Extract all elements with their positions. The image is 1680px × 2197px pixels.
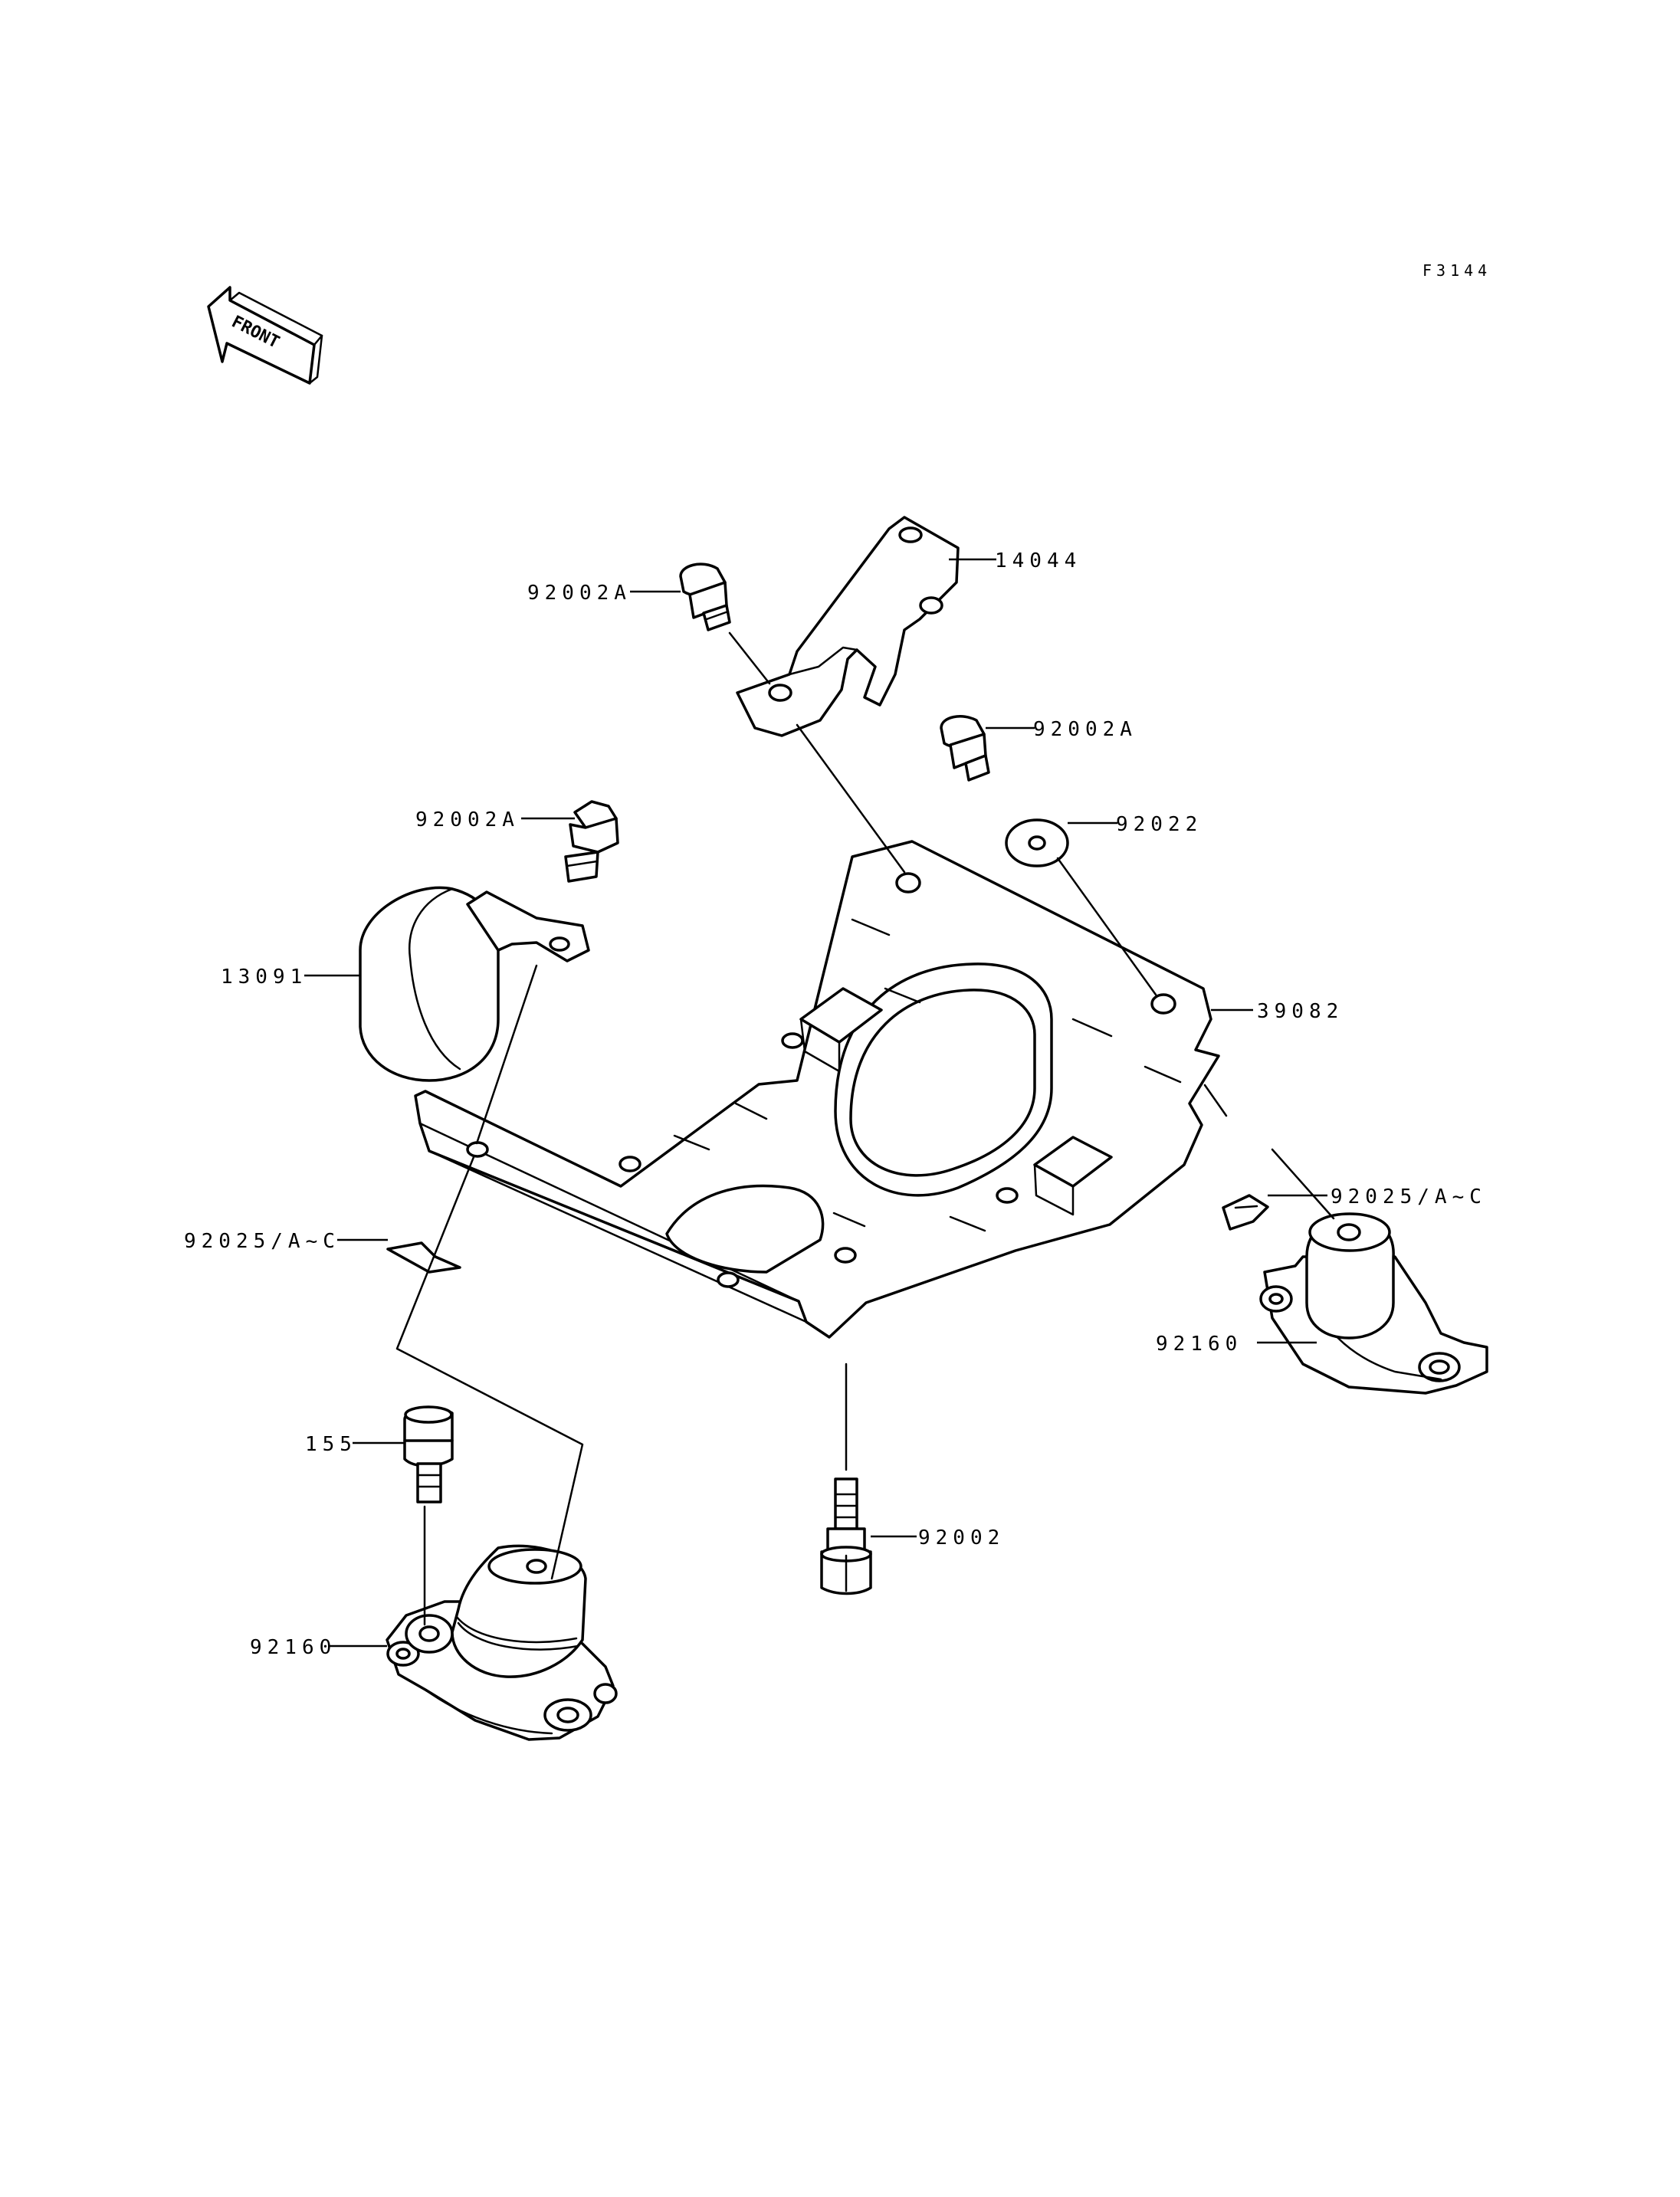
figure-code: F3144	[1422, 261, 1491, 280]
bolt-92002A-right	[940, 715, 990, 782]
callout-labels: 14044 92002A 92002A 92002A 92022 13091 3…	[184, 549, 1487, 1659]
callout-92025-left: 92025/A~C	[184, 1230, 340, 1253]
engine-mount-92160-right	[1259, 1212, 1488, 1395]
callout-92002: 92002	[918, 1526, 1005, 1549]
clamp-13091	[359, 886, 590, 1082]
frame-plate-39082	[414, 840, 1220, 1339]
engine-mount-92160-left	[386, 1544, 618, 1741]
callout-92025-right: 92025/A~C	[1331, 1185, 1487, 1208]
assembly-lines	[395, 631, 1335, 1626]
leader-lines	[304, 558, 1327, 1648]
bracket-14044	[736, 516, 960, 737]
front-arrow-icon: FRONT	[207, 286, 323, 385]
callout-92160-right: 92160	[1156, 1333, 1242, 1356]
callout-39082: 39082	[1257, 1000, 1344, 1023]
callout-14044: 14044	[995, 549, 1081, 572]
bolt-92002	[820, 1477, 872, 1595]
callout-92160-left: 92160	[250, 1636, 336, 1659]
callout-92002A-top: 92002A	[527, 582, 632, 605]
bolt-92002A-top	[679, 562, 731, 631]
clip-92025-left	[386, 1241, 461, 1274]
washer-92022	[1005, 818, 1069, 867]
callout-13091: 13091	[221, 966, 307, 989]
callout-92002A-right: 92002A	[1033, 718, 1137, 741]
clip-92025-right	[1222, 1194, 1269, 1231]
callout-92002A-left: 92002A	[415, 808, 520, 831]
callout-92022: 92022	[1116, 813, 1203, 836]
bolt-155	[403, 1405, 454, 1503]
bolt-92002A-left	[564, 800, 619, 883]
callout-155: 155	[305, 1433, 357, 1456]
